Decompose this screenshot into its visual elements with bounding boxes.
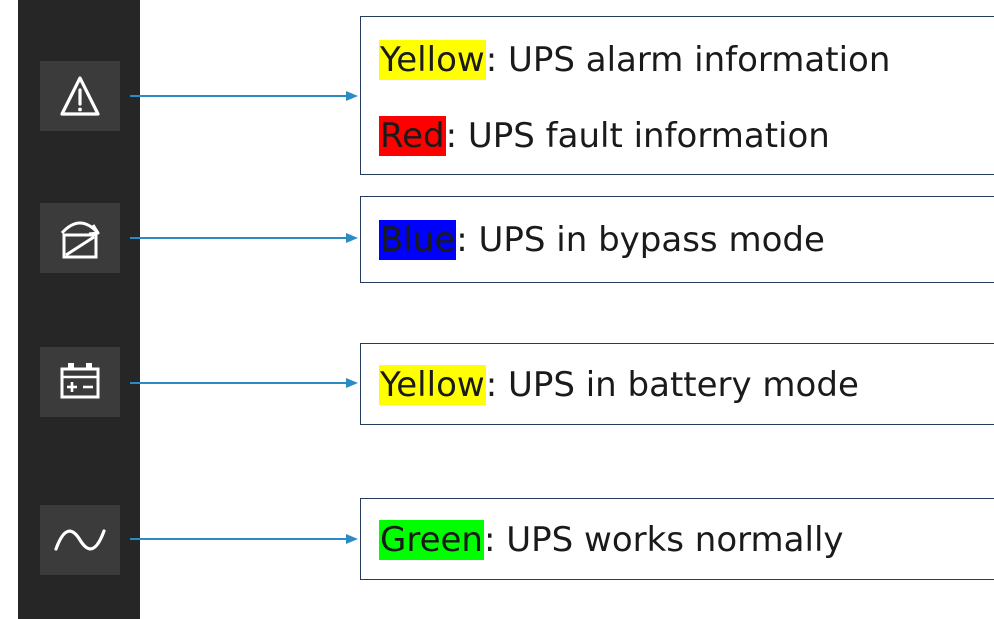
- callout-description: : UPS fault information: [445, 116, 830, 156]
- callout-line: Yellow: UPS alarm information: [379, 39, 890, 81]
- warning-triangle-icon: [60, 76, 100, 116]
- callout-description: : UPS works normally: [483, 520, 844, 560]
- color-word-highlight: Green: [379, 520, 484, 560]
- callout-description: : UPS in battery mode: [485, 365, 859, 405]
- callout-description: : UPS alarm information: [485, 40, 891, 80]
- bypass-callout: Blue: UPS in bypass mode: [360, 196, 994, 283]
- alarm-status-indicator: [40, 61, 120, 131]
- callout-description: : UPS in bypass mode: [456, 220, 825, 260]
- battery-callout: Yellow: UPS in battery mode: [360, 343, 994, 425]
- battery-icon: [60, 363, 100, 399]
- bypass-icon: [60, 221, 100, 259]
- color-word-highlight: Yellow: [379, 40, 486, 80]
- arrowhead-normal: [346, 534, 358, 544]
- arrowhead-battery: [346, 378, 358, 388]
- normal-callout: Green: UPS works normally: [360, 498, 994, 580]
- bypass-status-indicator: [40, 203, 120, 273]
- color-word-highlight: Red: [379, 116, 446, 156]
- arrowhead-bypass: [346, 233, 358, 243]
- color-word-highlight: Yellow: [379, 365, 486, 405]
- callout-line: Red: UPS fault information: [379, 115, 830, 157]
- ac-sine-wave-icon: [54, 529, 106, 551]
- color-word-highlight: Blue: [379, 220, 457, 260]
- callout-line: Yellow: UPS in battery mode: [379, 364, 859, 406]
- alarm-fault-callout: Yellow: UPS alarm information Red: UPS f…: [360, 16, 994, 175]
- normal-status-indicator: [40, 505, 120, 575]
- callout-line: Green: UPS works normally: [379, 519, 844, 561]
- arrowhead-alarm: [346, 91, 358, 101]
- callout-line: Blue: UPS in bypass mode: [379, 219, 825, 261]
- battery-status-indicator: [40, 347, 120, 417]
